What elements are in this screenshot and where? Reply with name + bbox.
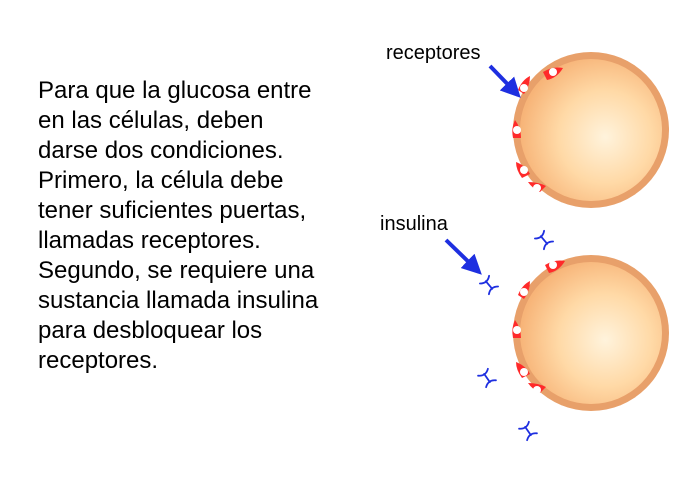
- text-line: sustancia llamada insulina: [38, 287, 319, 314]
- text-line: Para que la glucosa entre: [38, 77, 312, 104]
- explanation-text: Para que la glucosa entre en las células…: [38, 76, 378, 376]
- text-line: llamadas receptores.: [38, 227, 261, 254]
- insulina-label: insulina: [380, 213, 448, 235]
- top-cell: [512, 52, 669, 208]
- cell-body: [520, 262, 662, 404]
- text-line: receptores.: [38, 347, 159, 374]
- text-line: Primero, la célula debe: [38, 167, 284, 194]
- insulin-molecules: [477, 229, 554, 442]
- receptor-notches: [513, 261, 557, 394]
- insulin-icon: [534, 229, 554, 251]
- insulin-icon: [479, 274, 499, 296]
- text-line: para desbloquear los: [38, 317, 263, 344]
- receptores-label: receptores: [386, 42, 481, 64]
- arrow-icon: [444, 238, 482, 275]
- receptor-notches: [513, 68, 557, 192]
- text-line: en las células, deben: [38, 107, 264, 134]
- cell-body: [520, 59, 662, 201]
- arrow-icon: [488, 64, 521, 98]
- text-line: Segundo, se requiere una: [38, 257, 315, 284]
- text-line: darse dos condiciones.: [38, 137, 284, 164]
- insulin-icon: [518, 420, 538, 442]
- text-line: tener suficientes puertas,: [38, 197, 307, 224]
- bottom-cell: [512, 255, 669, 411]
- insulin-icon: [477, 367, 497, 389]
